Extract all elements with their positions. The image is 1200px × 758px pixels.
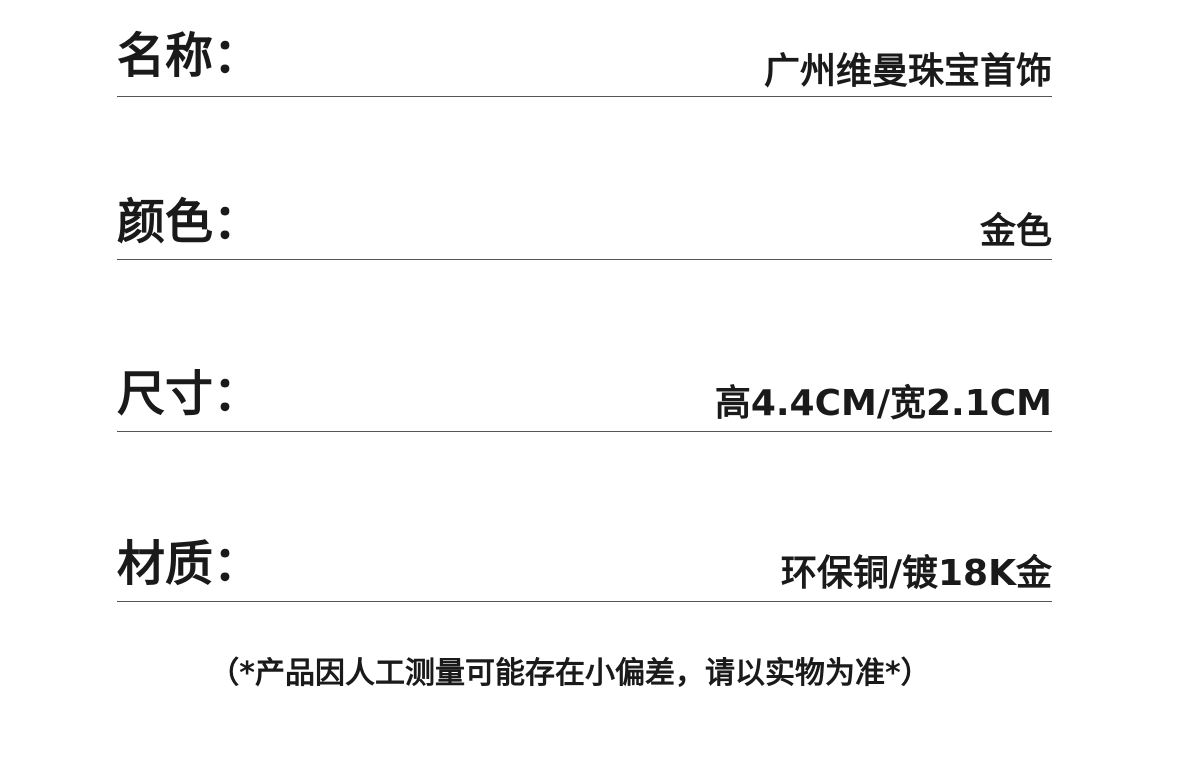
spec-value-material: 环保铜/镀18K金: [780, 553, 1052, 594]
spec-row-size: 尺寸： 高4.4CM/宽2.1CM: [117, 0, 1052, 432]
spec-label-size: 尺寸：: [117, 366, 262, 422]
spec-label-color: 颜色：: [117, 194, 262, 250]
spec-value-name: 广州维曼珠宝首饰: [763, 51, 1052, 92]
measurement-note: （*产品因人工测量可能存在小偏差，请以实物为准*）: [209, 656, 931, 691]
spec-row-material: 材质： 环保铜/镀18K金: [117, 0, 1052, 602]
spec-value-color: 金色: [979, 211, 1052, 252]
spec-row-name: 名称： 广州维曼珠宝首饰: [117, 0, 1052, 97]
spec-row-color: 颜色： 金色: [117, 0, 1052, 260]
spec-label-material: 材质：: [117, 536, 262, 592]
spec-label-name: 名称：: [117, 28, 262, 84]
spec-value-size: 高4.4CM/宽2.1CM: [714, 383, 1052, 424]
